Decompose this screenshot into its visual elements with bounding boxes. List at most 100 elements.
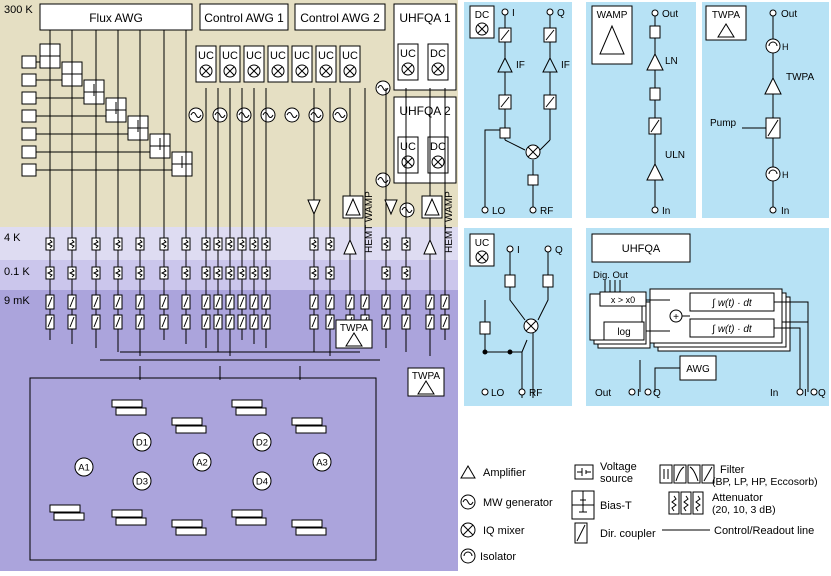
dc-port-lo: LO (492, 206, 506, 217)
svg-text:TWPA: TWPA (340, 323, 368, 334)
svg-text:UC: UC (270, 50, 286, 62)
readout-upconverter-1: UC (397, 43, 419, 81)
svg-text:A2: A2 (196, 458, 208, 469)
twpa-box-2: TWPA (407, 367, 445, 397)
filter-9mk-b-4 (113, 314, 123, 330)
svg-text:UC: UC (198, 50, 214, 62)
control-awg-2-box: Control AWG 2 (294, 3, 386, 31)
svg-text:DC: DC (430, 141, 446, 153)
dc-if-left: IF (516, 60, 525, 71)
attenuator-4k-6 (159, 237, 169, 251)
flux-awg-box: Flux AWG (39, 3, 193, 31)
voltage-source-7 (21, 163, 37, 177)
uhfqa-2-label: UHFQA 2 (399, 104, 451, 118)
wamp-label-1: WAMP (364, 191, 375, 222)
attenuator-4k-4 (113, 237, 123, 251)
wamp-port-in: In (662, 206, 670, 217)
attenuator-01k-7 (181, 266, 191, 280)
stage-300k-band (0, 0, 458, 227)
mw-generator-7 (332, 107, 348, 123)
legend-filter-label: Filter (720, 464, 745, 476)
resonator-3 (231, 399, 267, 416)
twpa-port-out: Out (781, 9, 797, 20)
attenuator-4k-2 (67, 237, 77, 251)
legend-line-label: Control/Readout line (714, 525, 814, 537)
svg-text:UC: UC (294, 50, 310, 62)
legend (460, 464, 715, 564)
resonator-7 (231, 509, 267, 526)
wamp-box-1 (342, 195, 364, 219)
attenuator-01k-5 (135, 266, 145, 280)
filter-9mk-a-5 (135, 294, 145, 310)
attenuator-4k-11 (237, 237, 247, 251)
filter-9mk-b-8 (201, 314, 211, 330)
filter-9mk-b-18 (381, 314, 391, 330)
legend-dir-coupler-icon (574, 522, 588, 544)
legend-filter-sublabel: (BP, LP, HP, Eccosorb) (712, 476, 818, 488)
dc-title: DC (475, 10, 489, 21)
readout-upconverter-2: UC (397, 136, 419, 174)
filter-9mk-b-10 (225, 314, 235, 330)
uhfqa-port-in: In (770, 388, 778, 399)
uhfqa-1-label: UHFQA 1 (399, 11, 451, 25)
legend-iq-mixer-label: IQ mixer (483, 525, 525, 537)
filter-9mk-a-21 (440, 294, 450, 310)
stage-9mk-band (0, 290, 458, 571)
filter-9mk-a-15 (325, 294, 335, 310)
uhfqa-dig-out: Dig. Out (593, 270, 628, 281)
filter-9mk-a-12 (249, 294, 259, 310)
dc-port-q: Q (557, 8, 565, 19)
filter-9mk-a-17 (360, 294, 370, 310)
dc-if-right: IF (561, 60, 570, 71)
svg-text:UC: UC (400, 141, 416, 153)
room-temp-amplifier-2 (384, 199, 398, 216)
voltage-source-4 (21, 109, 37, 123)
legend-iq-mixer-icon (460, 522, 476, 538)
filter-9mk-a-9 (213, 294, 223, 310)
attenuator-4k-12 (249, 237, 259, 251)
resonator-4 (291, 417, 327, 434)
uc-port-i: I (517, 245, 520, 256)
attenuator-4k-14 (309, 237, 319, 251)
legend-isolator-icon (460, 548, 476, 564)
resonator-1 (111, 399, 147, 416)
uhfqa-port-i2: I (804, 388, 807, 399)
legend-attenuator-sublabel: (20, 10, 3 dB) (712, 504, 776, 516)
control-awg-1-label: Control AWG 1 (204, 11, 284, 25)
filter-9mk-b-7 (181, 314, 191, 330)
qubit-d3: D3 (132, 471, 152, 491)
legend-attenuator-label: Attenuator (712, 492, 763, 504)
attenuator-4k-8 (201, 237, 211, 251)
attenuator-01k-15 (325, 266, 335, 280)
uc-title: UC (475, 238, 489, 249)
twpa-isolator-h-bottom: H (782, 170, 789, 180)
dc-port-rf: RF (540, 206, 553, 217)
attenuator-4k-18 (381, 237, 391, 251)
filter-9mk-a-6 (159, 294, 169, 310)
filter-9mk-a-19 (401, 294, 411, 310)
filter-9mk-a-7 (181, 294, 191, 310)
twpa-isolator-h-top: H (782, 42, 789, 52)
uhfqa-integral-1: ∫ w(t) · dt (711, 298, 753, 309)
svg-text:UC: UC (318, 50, 334, 62)
readout-downconverter-1: DC (427, 43, 449, 81)
filter-9mk-a-13 (261, 294, 271, 310)
attenuator-4k-15 (325, 237, 335, 251)
legend-voltage-source-icon (574, 464, 594, 480)
filter-9mk-a-18 (381, 294, 391, 310)
uc-port-rf: RF (529, 388, 542, 399)
uhfqa-port-q2: Q (818, 388, 826, 399)
filter-9mk-b-21 (440, 314, 450, 330)
upconverter-5: UC (291, 45, 313, 83)
stage-4k-label: 4 K (4, 232, 21, 244)
upconverter-2: UC (219, 45, 241, 83)
attenuator-4k-1 (45, 237, 55, 251)
qubit-a1: A1 (74, 457, 94, 477)
stage-01k-label: 0.1 K (4, 266, 30, 278)
mw-generator-3 (236, 107, 252, 123)
readout-feedline (29, 377, 377, 561)
uhfqa-integral-2: ∫ w(t) · dt (711, 324, 753, 335)
uhfqa-awg: AWG (686, 364, 710, 375)
